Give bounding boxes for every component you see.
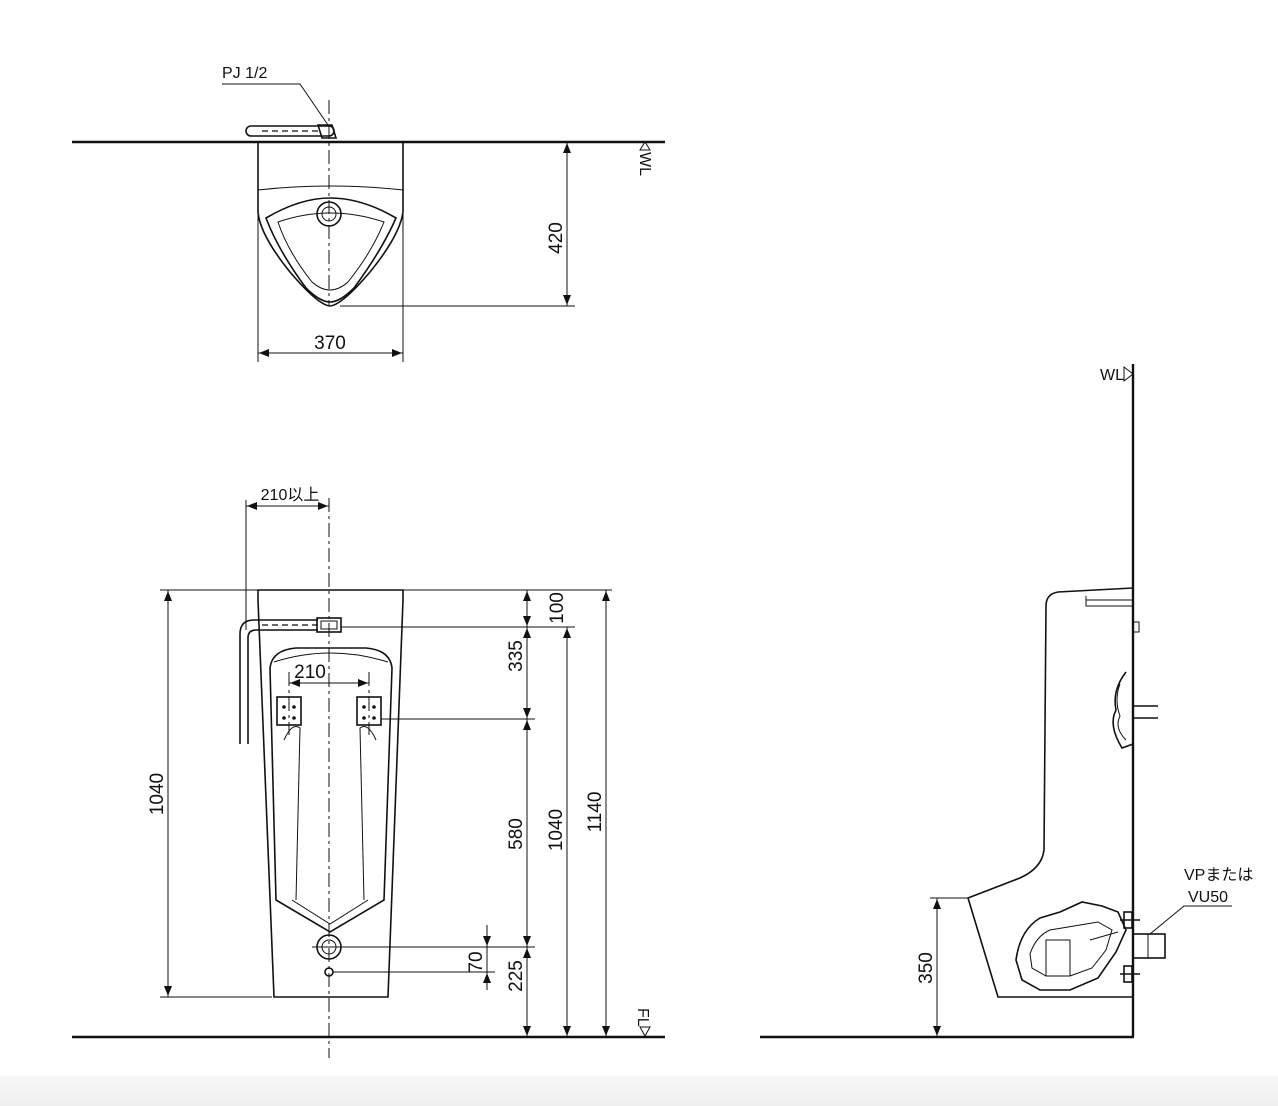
top-body-outline [257,142,404,307]
side-upper-fixing [1112,671,1134,749]
side-trap [1015,901,1127,991]
drain-spec-line1: VPまたは [1184,866,1253,884]
front-supply-pipe [239,619,318,744]
drain-spec-line2: VU50 [1188,889,1228,906]
floor-height-dimension: 350 [916,952,937,984]
side-body-outline [967,587,1134,998]
middle-dimension: 580 [506,818,527,850]
drain-height-dimension: 225 [506,960,527,992]
mount-spacing-dimension: 210 [294,662,326,683]
pipe-size-label: PJ 1/2 [222,65,267,82]
total-height-dimension: 1140 [585,792,606,833]
front-view: 210 210以上 1040 100 335 580 225 [72,486,665,1058]
left-height-dimension: 1040 [147,773,168,815]
top-offset-dimension: 100 [547,592,568,624]
side-drain-pipe [1132,933,1166,959]
upper-dimension: 335 [506,640,527,672]
side-view: WL VPまたは VU50 350 [760,364,1253,1039]
top-view: PJ 1/2 WL 420 370 [72,65,665,362]
pipe-offset-dimension: 210以上 [261,486,320,504]
bottom-band [0,1076,1278,1106]
wl-marker-triangle [639,141,651,151]
side-wl-label: WL [1100,367,1124,384]
side-wl-marker [1123,365,1134,383]
fl-marker-triangle [639,1026,651,1038]
front-bowl [269,647,393,933]
fl-marker-label: FL [634,1008,651,1027]
mid-height-dimension: 1040 [546,809,567,851]
top-bowl [265,197,398,303]
width-dimension: 370 [314,333,346,354]
wl-marker-label: WL [636,152,653,176]
drain-gap-dimension: 70 [466,951,487,972]
depth-dimension: 420 [546,222,567,254]
